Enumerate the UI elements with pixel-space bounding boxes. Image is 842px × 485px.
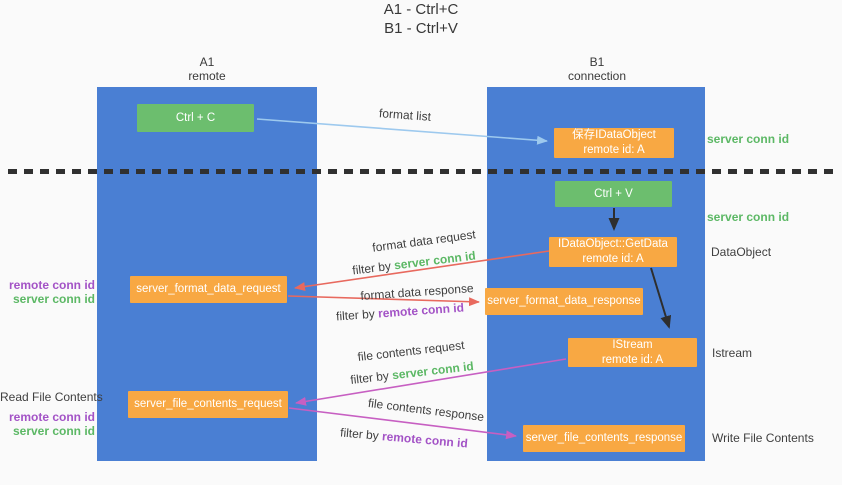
box-server-format-data-request: server_format_data_request	[130, 276, 287, 303]
label-file-contents-response: file contents response	[367, 395, 485, 425]
filter-by-text: filter by	[335, 306, 376, 324]
title-line-1: A1 - Ctrl+C	[383, 1, 459, 18]
label-remote-conn-id-left-2: remote conn id	[8, 410, 95, 424]
format-response-label: server_format_data_response	[487, 295, 641, 308]
label-remote-conn-id-left-1: remote conn id	[8, 278, 95, 292]
getdata-line1: IDataObject::GetData	[558, 238, 668, 251]
lane-header-a1: A1 remote	[147, 55, 267, 83]
istream-line2: remote id: A	[601, 353, 664, 366]
label-server-conn-id-left-1: server conn id	[12, 292, 95, 306]
session-divider-dashed-line	[8, 169, 835, 174]
label-filter-by-server-conn-id-2: filter by server conn id	[350, 359, 475, 387]
label-server-conn-id-left-2: server conn id	[12, 424, 95, 438]
label-server-conn-id-right-1: server conn id	[707, 132, 790, 146]
box-server-format-data-response: server_format_data_response	[485, 288, 643, 315]
box-ctrl-c: Ctrl + C	[137, 104, 254, 132]
ctrl-c-label: Ctrl + C	[175, 111, 216, 124]
save-idataobject-line2: remote id: A	[583, 144, 645, 156]
file-request-label: server_file_contents_request	[134, 398, 282, 411]
label-istream: Istream	[712, 346, 753, 360]
filter-by-text: filter by	[349, 368, 390, 387]
lane-b1-name: B1	[589, 55, 605, 69]
ctrl-v-label: Ctrl + V	[594, 187, 633, 200]
filter-by-text: filter by	[339, 425, 380, 443]
box-save-idataobject: 保存IDataObject remote id: A	[554, 128, 674, 158]
server-conn-id-accent: server conn id	[393, 248, 477, 273]
istream-line1: IStream	[612, 338, 653, 351]
label-filter-by-server-conn-id-1: filter by server conn id	[352, 248, 477, 277]
label-format-list: format list	[378, 106, 432, 124]
label-filter-by-remote-conn-id-2: filter by remote conn id	[340, 425, 469, 450]
lane-a1-role: remote	[188, 69, 226, 83]
box-server-file-contents-request: server_file_contents_request	[128, 391, 288, 418]
lane-b1-role: connection	[567, 69, 627, 83]
label-read-file-contents: Read File Contents	[0, 390, 103, 404]
remote-conn-id-accent: remote conn id	[381, 429, 469, 451]
title-line-2: B1 - Ctrl+V	[384, 20, 458, 37]
label-format-data-response: format data response	[359, 281, 475, 303]
save-idataobject-line1: 保存IDataObject	[572, 129, 656, 142]
getdata-line2: remote id: A	[582, 253, 644, 265]
file-response-label: server_file_contents_response	[525, 432, 683, 445]
remote-conn-id-accent: remote conn id	[377, 300, 465, 321]
label-file-contents-request: file contents request	[356, 337, 466, 365]
label-dataobject: DataObject	[711, 245, 772, 259]
box-server-file-contents-response: server_file_contents_response	[523, 425, 685, 452]
lane-header-b1: B1 connection	[537, 55, 657, 83]
format-request-label: server_format_data_request	[136, 283, 281, 296]
diagram-title: A1 - Ctrl+C B1 - Ctrl+V	[0, 0, 842, 38]
label-server-conn-id-right-2: server conn id	[707, 210, 790, 224]
server-conn-id-accent: server conn id	[391, 359, 475, 383]
box-istream: IStream remote id: A	[568, 338, 697, 367]
label-filter-by-remote-conn-id-1: filter by remote conn id	[336, 301, 465, 324]
lane-a1-name: A1	[199, 55, 215, 69]
box-idataobject-getdata: IDataObject::GetData remote id: A	[549, 237, 677, 267]
filter-by-text: filter by	[351, 258, 392, 278]
box-ctrl-v: Ctrl + V	[555, 181, 672, 207]
label-write-file-contents: Write File Contents	[712, 431, 814, 445]
